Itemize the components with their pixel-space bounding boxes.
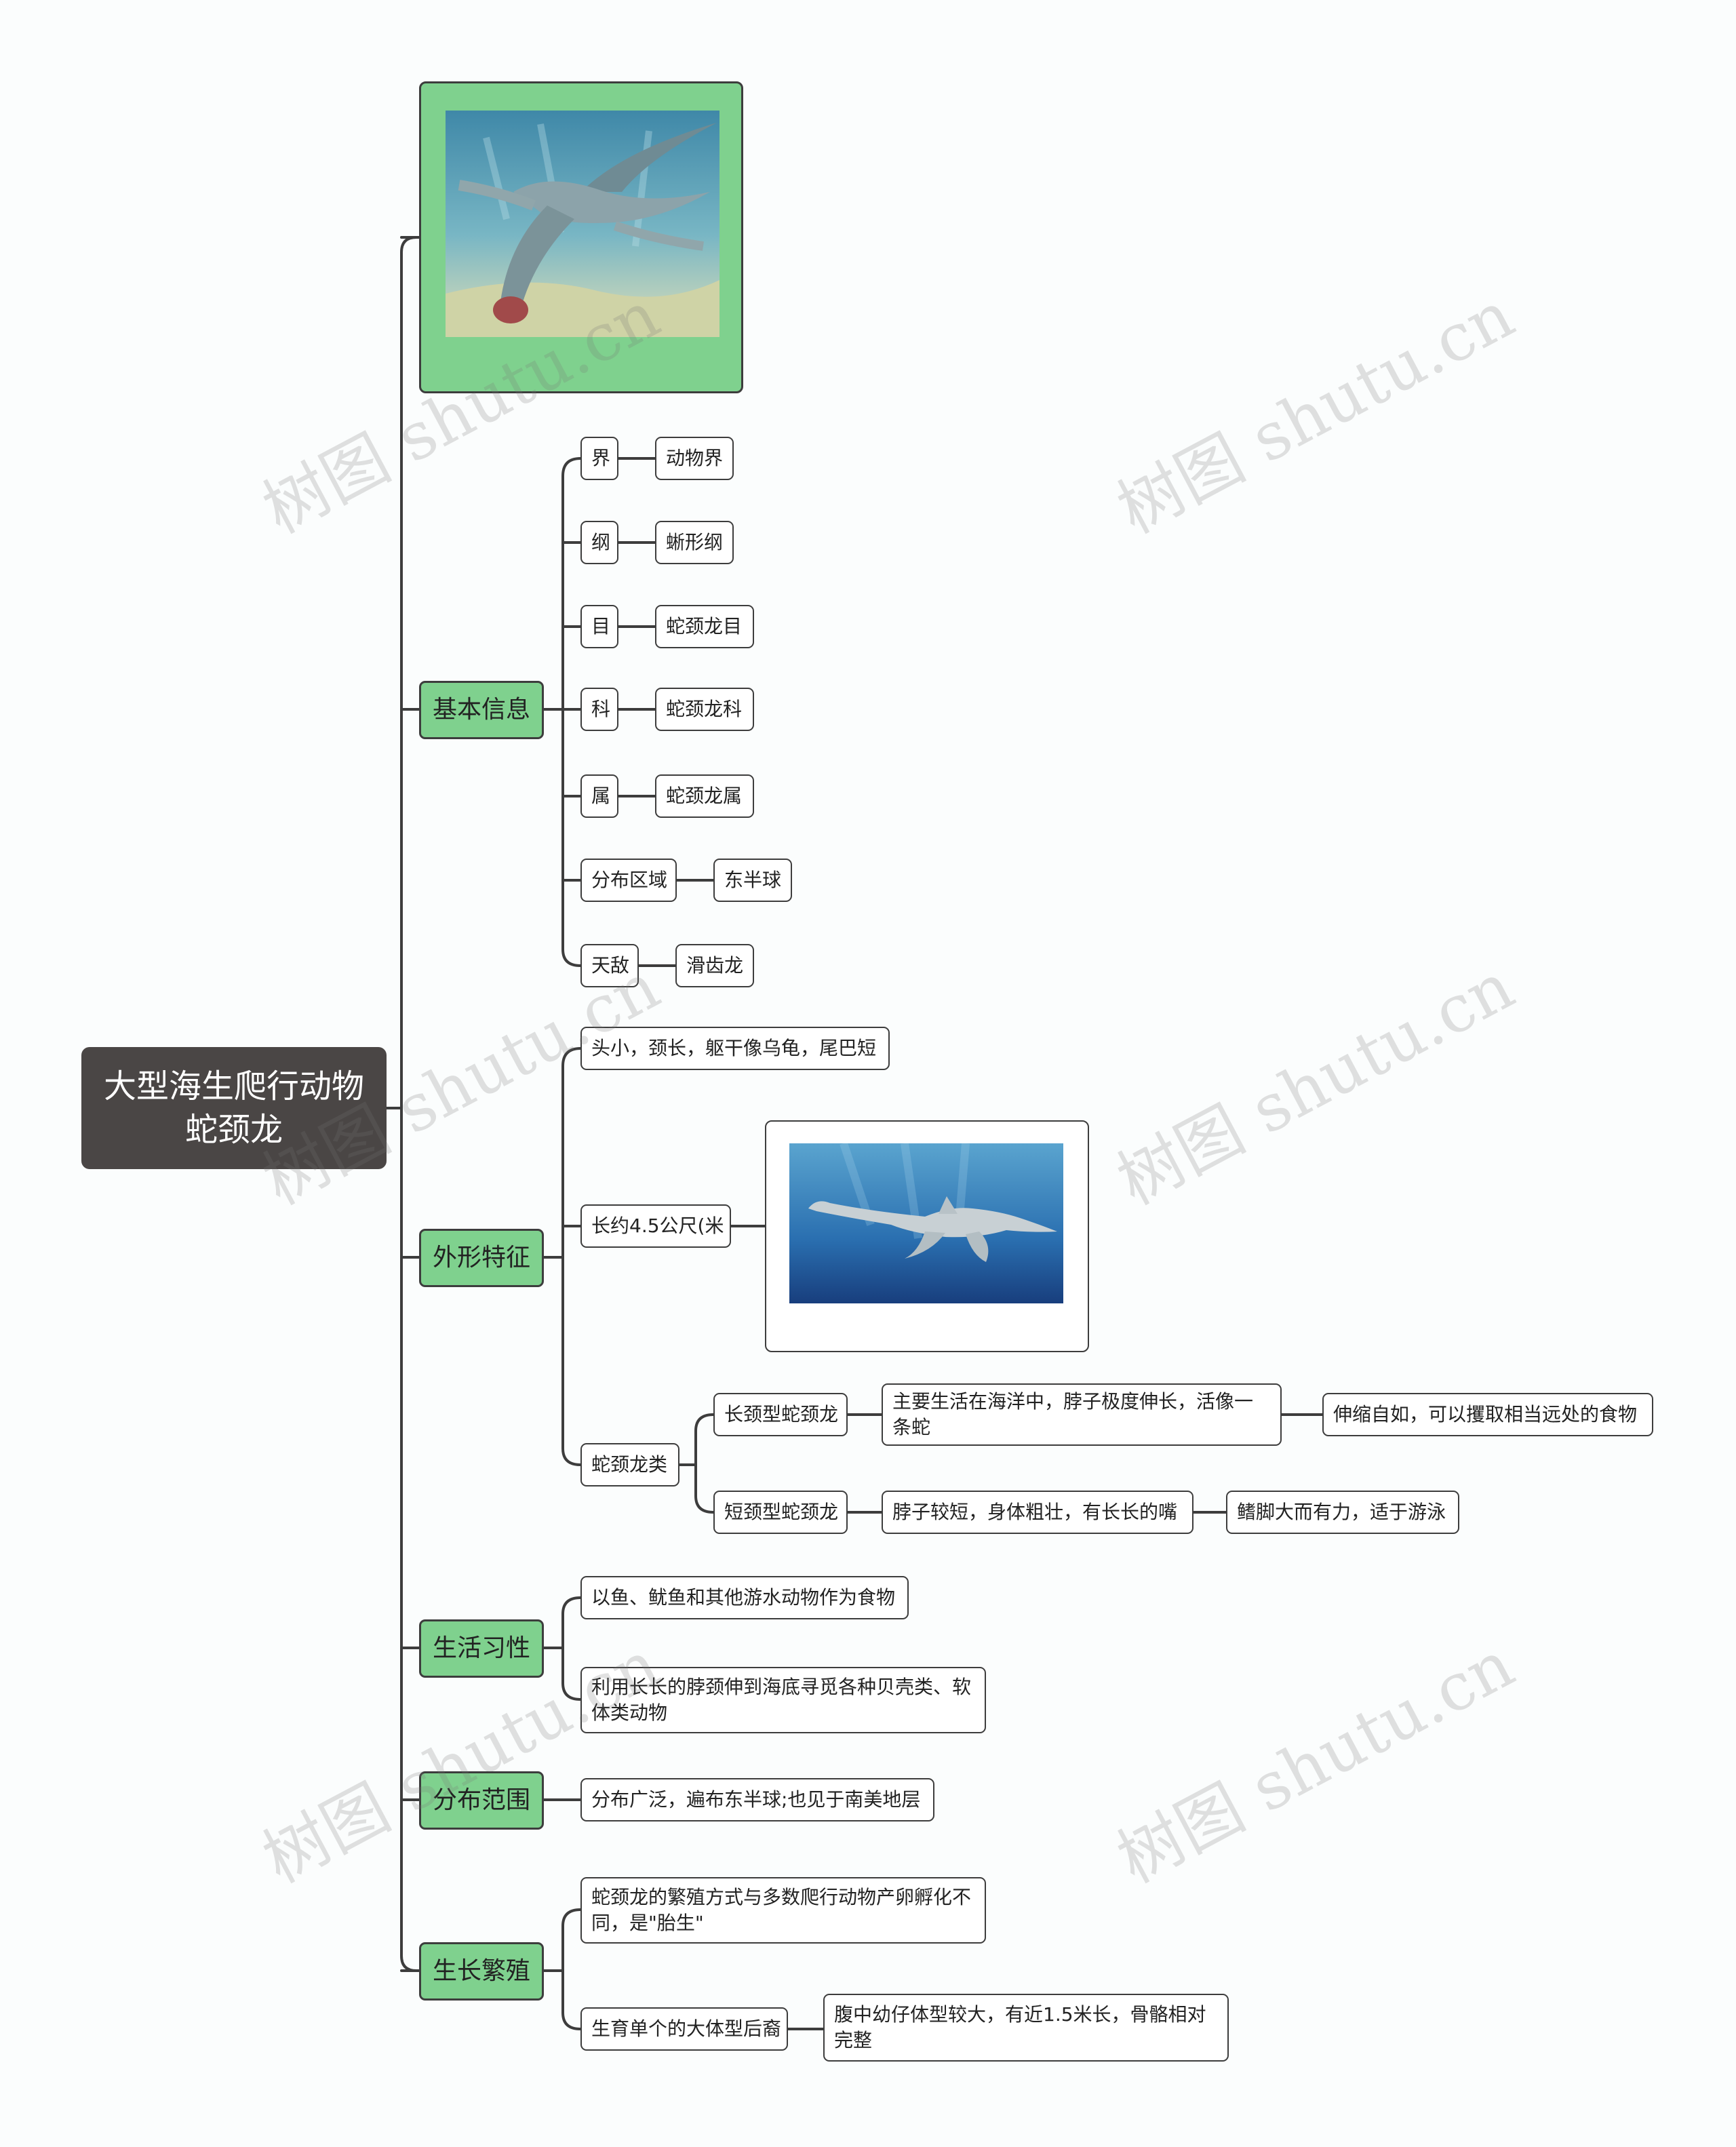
branch-breed[interactable]: 生长繁殖 xyxy=(419,1942,544,2001)
basic-key[interactable]: 分布区域 xyxy=(580,859,677,902)
basic-key[interactable]: 目 xyxy=(580,605,618,648)
shape-short-neck[interactable]: 短颈型蛇颈龙 xyxy=(713,1491,848,1534)
basic-value[interactable]: 蛇颈龙属 xyxy=(655,774,754,818)
basic-value[interactable]: 蛇颈龙科 xyxy=(655,688,754,731)
elasmosaurus-illustration xyxy=(789,1143,1063,1303)
basic-value[interactable]: 动物界 xyxy=(655,437,734,480)
habit-item[interactable]: 以鱼、鱿鱼和其他游水动物作为食物 xyxy=(580,1576,909,1619)
image-node-plesiosaur[interactable] xyxy=(419,81,743,393)
branch-habit[interactable]: 生活习性 xyxy=(419,1619,544,1678)
basic-value[interactable]: 蛇颈龙目 xyxy=(655,605,754,648)
shape-short-neck-desc2[interactable]: 鳍脚大而有力，适于游泳 xyxy=(1226,1491,1459,1534)
plesiosaur-illustration xyxy=(446,111,719,337)
basic-key[interactable]: 属 xyxy=(580,774,618,818)
shape-head[interactable]: 头小，颈长，躯干像乌龟，尾巴短 xyxy=(580,1027,890,1070)
shape-long-neck-desc[interactable]: 主要生活在海洋中，脖子极度伸长，活像一条蛇 xyxy=(882,1383,1282,1446)
range-item[interactable]: 分布广泛，遍布东半球;也见于南美地层 xyxy=(580,1778,934,1821)
root-node[interactable]: 大型海生爬行动物 蛇颈龙 xyxy=(81,1047,387,1169)
root-title-line1: 大型海生爬行动物 xyxy=(103,1067,364,1105)
basic-value[interactable]: 蜥形纲 xyxy=(655,521,734,564)
habit-item[interactable]: 利用长长的脖颈伸到海底寻觅各种贝壳类、软体类动物 xyxy=(580,1667,986,1733)
shape-long-neck-desc2[interactable]: 伸缩自如，可以攫取相当远处的食物 xyxy=(1322,1393,1653,1436)
breed-item-desc[interactable]: 腹中幼仔体型较大，有近1.5米长，骨骼相对完整 xyxy=(823,1994,1229,2062)
breed-item[interactable]: 生育单个的大体型后裔 xyxy=(580,2007,788,2051)
shape-long-neck[interactable]: 长颈型蛇颈龙 xyxy=(713,1393,848,1436)
image-node-elasmosaurus[interactable] xyxy=(765,1120,1089,1352)
branch-basic-info[interactable]: 基本信息 xyxy=(419,681,544,739)
basic-key[interactable]: 界 xyxy=(580,437,618,480)
basic-key[interactable]: 纲 xyxy=(580,521,618,564)
branch-range[interactable]: 分布范围 xyxy=(419,1771,544,1830)
branch-shape[interactable]: 外形特征 xyxy=(419,1229,544,1287)
shape-short-neck-desc[interactable]: 脖子较短，身体粗壮，有长长的嘴 xyxy=(882,1491,1194,1534)
shape-types[interactable]: 蛇颈龙类 xyxy=(580,1443,679,1486)
breed-item[interactable]: 蛇颈龙的繁殖方式与多数爬行动物产卵孵化不同，是"胎生" xyxy=(580,1877,986,1944)
root-title-line2: 蛇颈龙 xyxy=(184,1111,283,1149)
basic-key[interactable]: 天敌 xyxy=(580,944,639,987)
basic-value[interactable]: 东半球 xyxy=(713,859,792,902)
shape-length[interactable]: 长约4.5公尺(米 xyxy=(580,1204,731,1248)
basic-key[interactable]: 科 xyxy=(580,688,618,731)
basic-value[interactable]: 滑齿龙 xyxy=(675,944,754,987)
